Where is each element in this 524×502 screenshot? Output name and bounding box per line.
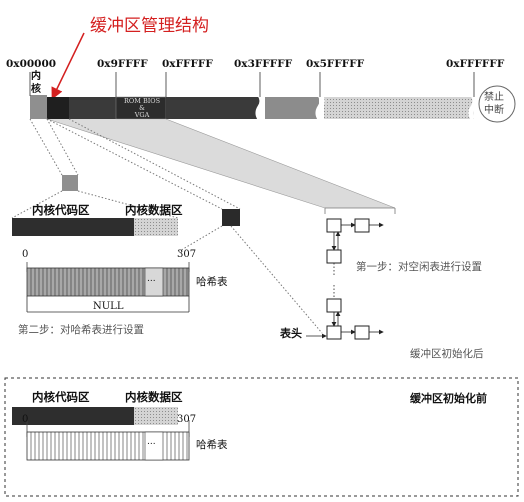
before-index-start: 0 bbox=[22, 414, 29, 425]
kernel-zoom-link-1 bbox=[11, 190, 63, 219]
kernel-dotted-link-1 bbox=[29, 118, 63, 176]
kernel-segment bbox=[30, 95, 47, 119]
segment-4m-to-6m bbox=[324, 97, 474, 119]
after-init-label: 缓冲区初始化后 bbox=[410, 348, 484, 360]
node-1 bbox=[326, 218, 342, 233]
buffer-to-head-link bbox=[230, 225, 323, 334]
title-pointer-arrow bbox=[51, 32, 85, 100]
null-label: NULL bbox=[93, 301, 124, 312]
list-head-label: 表头 bbox=[280, 327, 302, 340]
buffer-segment bbox=[47, 97, 69, 119]
before-kernel-code-label: 内核代码区 bbox=[32, 390, 90, 404]
segment-a-to-f bbox=[166, 97, 260, 119]
buffer-to-hash-link bbox=[177, 225, 223, 253]
before-hash-cells bbox=[30, 432, 188, 460]
before-kernel-data-label: 内核数据区 bbox=[125, 390, 183, 404]
after-kernel-code-bar bbox=[12, 218, 134, 236]
before-hash-label: 哈希表 bbox=[196, 439, 228, 451]
free-list-chain bbox=[306, 218, 384, 340]
buffer-zoom-square bbox=[222, 209, 240, 226]
free-list-projection-edge-1 bbox=[46, 118, 326, 209]
after-kernel-data-label: 内核数据区 bbox=[125, 203, 183, 217]
before-init-frame bbox=[4, 377, 519, 497]
node-6 bbox=[354, 325, 370, 340]
diagram-title: 缓冲区管理结构 bbox=[90, 16, 209, 36]
address-label-3: 0x3FFFFF bbox=[234, 58, 293, 70]
address-label-5: 0xFFFFFF bbox=[446, 58, 505, 70]
free-list-projection bbox=[47, 119, 395, 208]
after-kernel-data-bar bbox=[134, 218, 178, 236]
after-hash-ellipsis: ... bbox=[147, 274, 156, 284]
interrupt-circle bbox=[478, 85, 516, 123]
free-list-projection-edge-2 bbox=[165, 118, 396, 209]
buffer-area-segment bbox=[69, 97, 116, 119]
break-mark-2 bbox=[315, 93, 325, 121]
interrupt-label: 禁止 中断 bbox=[484, 92, 504, 116]
kernel-dotted-link-2 bbox=[46, 118, 79, 176]
break-mark-1 bbox=[255, 93, 265, 121]
before-hash-gap bbox=[144, 431, 164, 461]
node-4 bbox=[326, 298, 342, 313]
address-label-1: 0x9FFFF bbox=[97, 58, 148, 70]
after-index-end: 307 bbox=[177, 249, 197, 260]
before-index-end: 307 bbox=[177, 414, 197, 425]
kernel-label: 内 核 bbox=[31, 71, 41, 95]
step-two-label: 第二步：对哈希表进行设置 bbox=[18, 324, 144, 336]
node-3 bbox=[326, 249, 342, 264]
node-5 bbox=[326, 325, 342, 340]
break-mark-3 bbox=[468, 93, 478, 121]
buffer-dotted-link-2 bbox=[68, 118, 241, 210]
segment-1m-to-4m bbox=[265, 97, 319, 119]
after-hash-gap bbox=[144, 267, 164, 297]
address-label-2: 0xFFFFF bbox=[162, 58, 213, 70]
after-kernel-code-label: 内核代码区 bbox=[32, 203, 90, 217]
after-index-start: 0 bbox=[22, 249, 29, 260]
before-kernel-code-bar bbox=[12, 407, 134, 425]
rom-bios-label: ROM BIOS & VGA bbox=[124, 97, 161, 120]
address-label-4: 0x5FFFFF bbox=[306, 58, 365, 70]
before-init-title: 缓冲区初始化前 bbox=[410, 392, 487, 405]
after-hash-cells bbox=[30, 268, 188, 296]
before-hash-ellipsis: ... bbox=[147, 437, 156, 447]
after-hash-label: 哈希表 bbox=[196, 276, 228, 288]
step-one-label: 第一步：对空闲表进行设置 bbox=[356, 261, 482, 273]
before-kernel-data-bar bbox=[134, 407, 178, 425]
address-label-0: 0x00000 bbox=[6, 58, 57, 70]
buffer-dotted-link-1 bbox=[46, 118, 223, 210]
kernel-zoom-square bbox=[62, 175, 78, 191]
node-2 bbox=[354, 218, 370, 233]
